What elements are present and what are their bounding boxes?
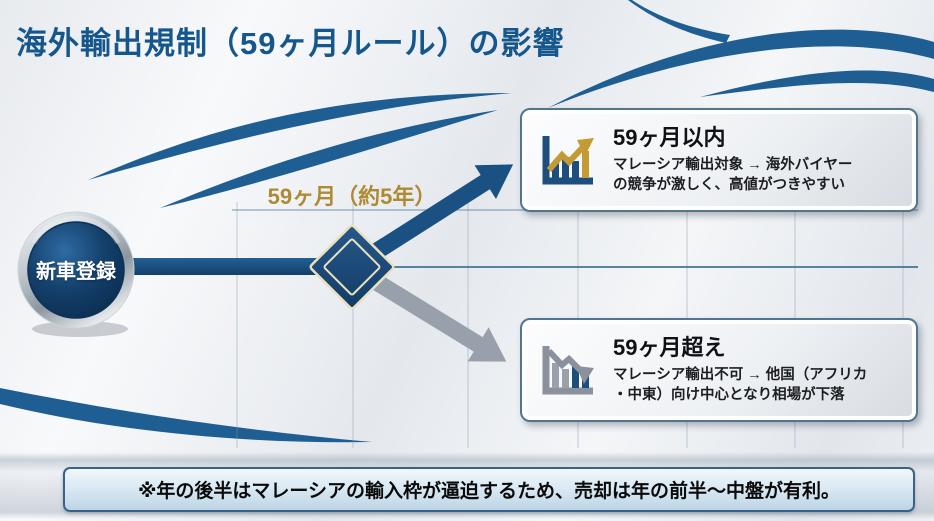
footnote-banner: ※年の後半はマレーシアの輸入枠が逼迫するため、売却は年の前半〜中盤が有利。	[63, 467, 915, 512]
branch-body-over: マレーシア輸出不可 → 他国（アフリカ ・中東）向け中心となり相場が下落	[613, 366, 868, 404]
branch-card-over-59-months: 59ヶ月超え マレーシア輸出不可 → 他国（アフリカ ・中東）向け中心となり相場…	[520, 318, 918, 422]
page-title: 海外輸出規制（59ヶ月ルール）の影響	[16, 26, 565, 61]
timeline-period-label: 59ヶ月（約5年）	[267, 184, 437, 209]
branch-arrow-down-icon	[347, 259, 507, 362]
swoosh-decor-bottom-left	[0, 388, 372, 443]
swoosh-decor-middle	[88, 93, 512, 208]
branch-card-text: 59ヶ月超え マレーシア輸出不可 → 他国（アフリカ ・中東）向け中心となり相場…	[613, 334, 904, 406]
decision-diamond	[309, 224, 395, 310]
bar-chart-down-icon	[542, 346, 594, 395]
branch-heading-over: 59ヶ月超え	[613, 335, 726, 361]
swoosh-decor-top-right	[548, 0, 934, 108]
branch-heading-within: 59ヶ月以内	[613, 125, 726, 151]
branch-body-within: マレーシア輸出対象 → 海外バイヤー の競争が激しく、高値がつきやすい	[613, 156, 853, 194]
start-node-label: 新車登録	[36, 261, 116, 283]
branch-card-within-59-months: 59ヶ月以内 マレーシア輸出対象 → 海外バイヤー の競争が激しく、高値がつきや…	[520, 108, 918, 212]
branch-card-text: 59ヶ月以内 マレーシア輸出対象 → 海外バイヤー の競争が激しく、高値がつきや…	[613, 124, 904, 196]
footnote-text: ※年の後半はマレーシアの輸入枠が逼迫するため、売却は年の前半〜中盤が有利。	[137, 481, 841, 502]
timeline-connector	[118, 258, 358, 275]
bar-chart-up-icon	[542, 136, 594, 185]
branch-arrow-up-icon	[347, 164, 514, 275]
start-node-circle	[17, 211, 135, 337]
